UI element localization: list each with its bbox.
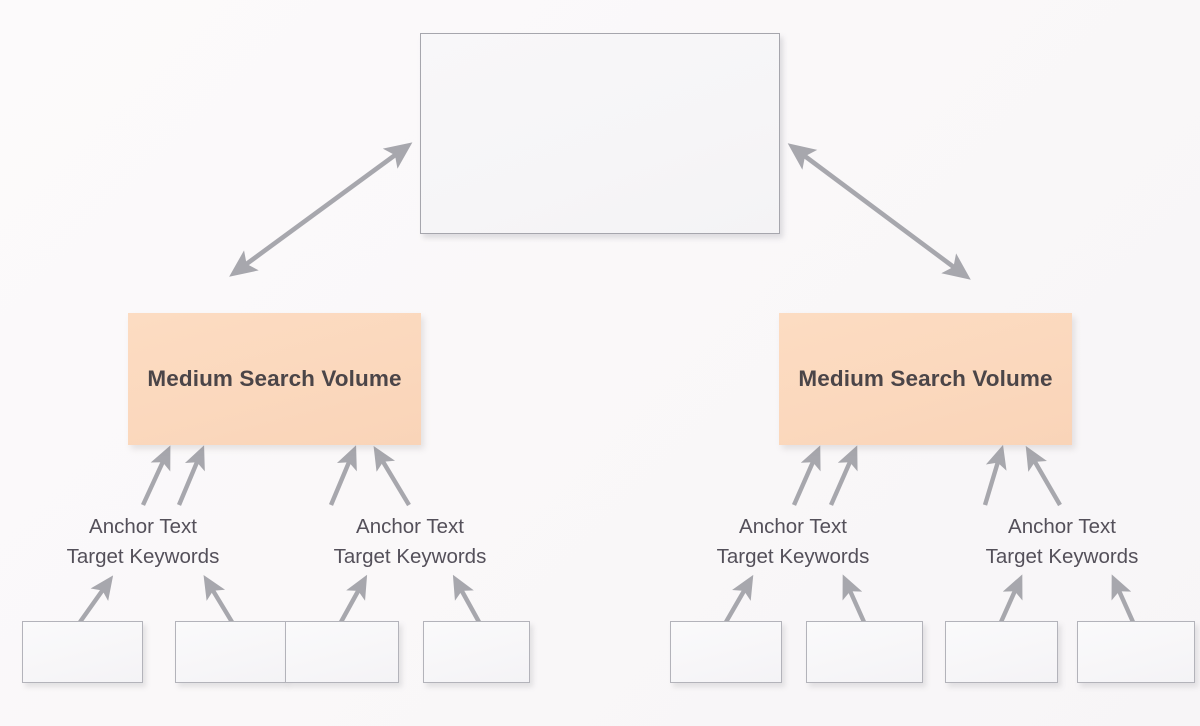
leaf-node-8[interactable] xyxy=(1077,621,1195,683)
connector-anchor2-to-left-volume-a xyxy=(328,445,357,506)
anchor-label-4: Anchor Text Target Keywords xyxy=(962,512,1162,573)
anchor-label-2-line2: Target Keywords xyxy=(333,545,487,569)
connector-leaf7-to-anchor4 xyxy=(998,574,1023,623)
anchor-label-1-line1: Anchor Text xyxy=(89,515,197,538)
connector-leaf6-to-anchor3 xyxy=(842,574,867,623)
connector-anchor1-to-left-volume-a xyxy=(141,445,171,506)
leaf-node-6[interactable] xyxy=(806,621,923,683)
anchor-label-1: Anchor Text Target Keywords xyxy=(43,512,243,573)
connector-leaf1-to-anchor1 xyxy=(78,575,114,624)
connector-hub-to-left-volume xyxy=(229,142,413,277)
volume-node-right[interactable]: Medium Search Volume xyxy=(779,313,1072,445)
connector-anchor3-to-right-volume-b xyxy=(828,445,858,506)
leaf-node-3[interactable] xyxy=(285,621,399,683)
anchor-label-3: Anchor Text Target Keywords xyxy=(693,512,893,573)
volume-node-left[interactable]: Medium Search Volume xyxy=(128,313,421,445)
anchor-label-2-line1: Anchor Text xyxy=(356,515,464,538)
connector-anchor2-to-left-volume-b xyxy=(373,445,411,507)
anchor-label-2: Anchor Text Target Keywords xyxy=(310,512,510,573)
anchor-label-4-line1: Anchor Text xyxy=(1008,515,1116,538)
anchor-label-1-line2: Target Keywords xyxy=(66,545,220,569)
volume-node-left-label: Medium Search Volume xyxy=(147,365,402,391)
connector-leaf8-to-anchor4 xyxy=(1111,574,1136,623)
anchor-label-3-line1: Anchor Text xyxy=(739,515,847,538)
connector-hub-to-right-volume xyxy=(787,143,971,280)
leaf-node-7[interactable] xyxy=(945,621,1058,683)
leaf-node-5[interactable] xyxy=(670,621,782,683)
connector-anchor3-to-right-volume-a xyxy=(791,445,821,506)
connector-leaf3-to-anchor2 xyxy=(339,574,368,624)
connector-leaf4-to-anchor2 xyxy=(452,574,481,624)
volume-node-right-label: Medium Search Volume xyxy=(798,365,1053,391)
connector-anchor4-to-right-volume-b xyxy=(1025,445,1062,507)
hub-node[interactable] xyxy=(420,33,780,234)
connector-anchor1-to-left-volume-b xyxy=(176,445,205,506)
connector-leaf5-to-anchor3 xyxy=(724,574,754,624)
leaf-node-2[interactable] xyxy=(175,621,286,683)
anchor-label-3-line2: Target Keywords xyxy=(716,545,870,569)
connector-leaf2-to-anchor1 xyxy=(203,574,234,624)
leaf-node-4[interactable] xyxy=(423,621,530,683)
leaf-node-1[interactable] xyxy=(22,621,143,683)
anchor-label-4-line2: Target Keywords xyxy=(985,545,1139,569)
connector-anchor4-to-right-volume-a xyxy=(982,444,1007,506)
